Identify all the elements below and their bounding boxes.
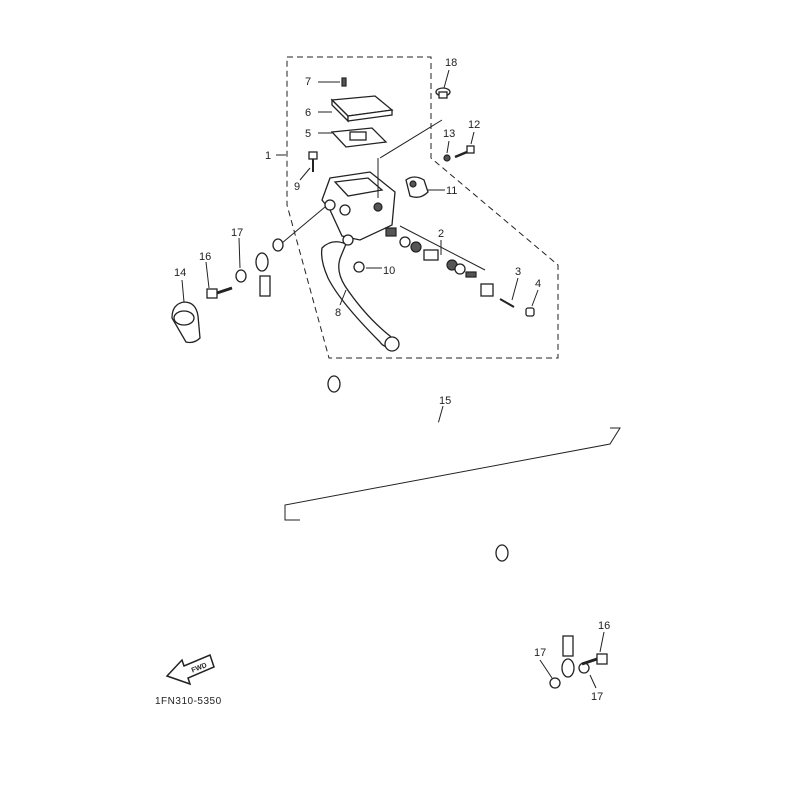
callout-4: 4 bbox=[535, 278, 541, 290]
callout-18: 18 bbox=[445, 57, 457, 69]
piston-kit bbox=[385, 225, 494, 297]
callout-3: 3 bbox=[515, 266, 521, 278]
callout-5: 5 bbox=[305, 128, 311, 140]
callout-7: 7 bbox=[305, 76, 311, 88]
bleed-cap bbox=[525, 307, 535, 317]
copper-washer bbox=[272, 238, 284, 252]
diaphragm bbox=[330, 127, 388, 148]
callout-8: 8 bbox=[335, 307, 341, 319]
leader-lines bbox=[181, 69, 605, 689]
clamp-bolt bbox=[443, 145, 475, 162]
union-bolt bbox=[581, 653, 608, 666]
protector-cap bbox=[171, 301, 201, 344]
forward-arrow-icon: FWD bbox=[165, 653, 215, 686]
callout-14: 14 bbox=[174, 267, 186, 279]
callout-16-bottom: 16 bbox=[598, 620, 610, 632]
part-number: 1FN310-5350 bbox=[155, 696, 222, 707]
callout-2: 2 bbox=[438, 228, 444, 240]
bolt bbox=[308, 151, 318, 172]
master-cylinder-body bbox=[321, 171, 396, 241]
reservoir-cap bbox=[330, 95, 394, 123]
brake-hose bbox=[255, 252, 621, 678]
callout-10: 10 bbox=[383, 265, 395, 277]
callout-13: 13 bbox=[443, 128, 455, 140]
copper-washer bbox=[235, 269, 247, 283]
callout-17-bottom-left: 17 bbox=[534, 647, 546, 659]
callout-17-top: 17 bbox=[231, 227, 243, 239]
union-bolt bbox=[206, 286, 233, 299]
callout-6: 6 bbox=[305, 107, 311, 119]
lever-nut bbox=[353, 261, 365, 273]
callout-17-bottom-right: 17 bbox=[591, 691, 603, 703]
callout-16-top: 16 bbox=[199, 251, 211, 263]
callout-1: 1 bbox=[265, 150, 271, 162]
callout-15: 15 bbox=[439, 395, 451, 407]
copper-washer bbox=[549, 677, 561, 689]
callout-12: 12 bbox=[468, 119, 480, 131]
holder-clamp bbox=[405, 176, 429, 198]
callout-9: 9 bbox=[294, 181, 300, 193]
callout-11: 11 bbox=[446, 185, 457, 197]
brake-lever bbox=[320, 234, 400, 352]
reservoir-plug bbox=[435, 87, 451, 99]
assembly-boundary bbox=[286, 56, 559, 359]
bleed-screw bbox=[499, 298, 515, 308]
screw bbox=[341, 77, 347, 87]
